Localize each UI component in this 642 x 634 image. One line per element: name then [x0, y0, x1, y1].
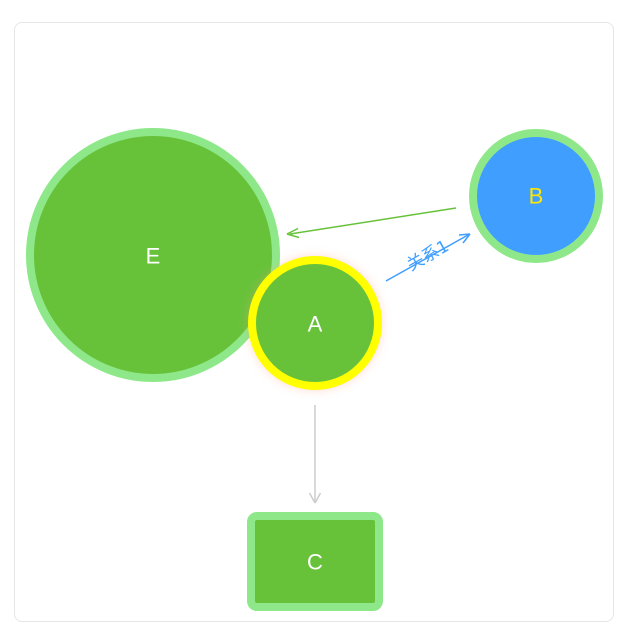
edge-b-to-e[interactable]	[286, 207, 457, 239]
edge-label-relation: 关系1	[404, 236, 453, 275]
node-c-label: C	[307, 550, 323, 575]
edge-a-to-b[interactable]: 关系1	[385, 233, 471, 282]
node-a-label: A	[308, 312, 323, 337]
node-c[interactable]: C	[247, 512, 383, 611]
node-e[interactable]: E	[26, 128, 280, 382]
node-b-label: B	[529, 184, 544, 209]
node-e-label: E	[146, 244, 161, 269]
node-a[interactable]: A	[248, 256, 382, 390]
edge-a-to-c[interactable]	[308, 405, 322, 504]
node-b[interactable]: B	[469, 129, 603, 263]
